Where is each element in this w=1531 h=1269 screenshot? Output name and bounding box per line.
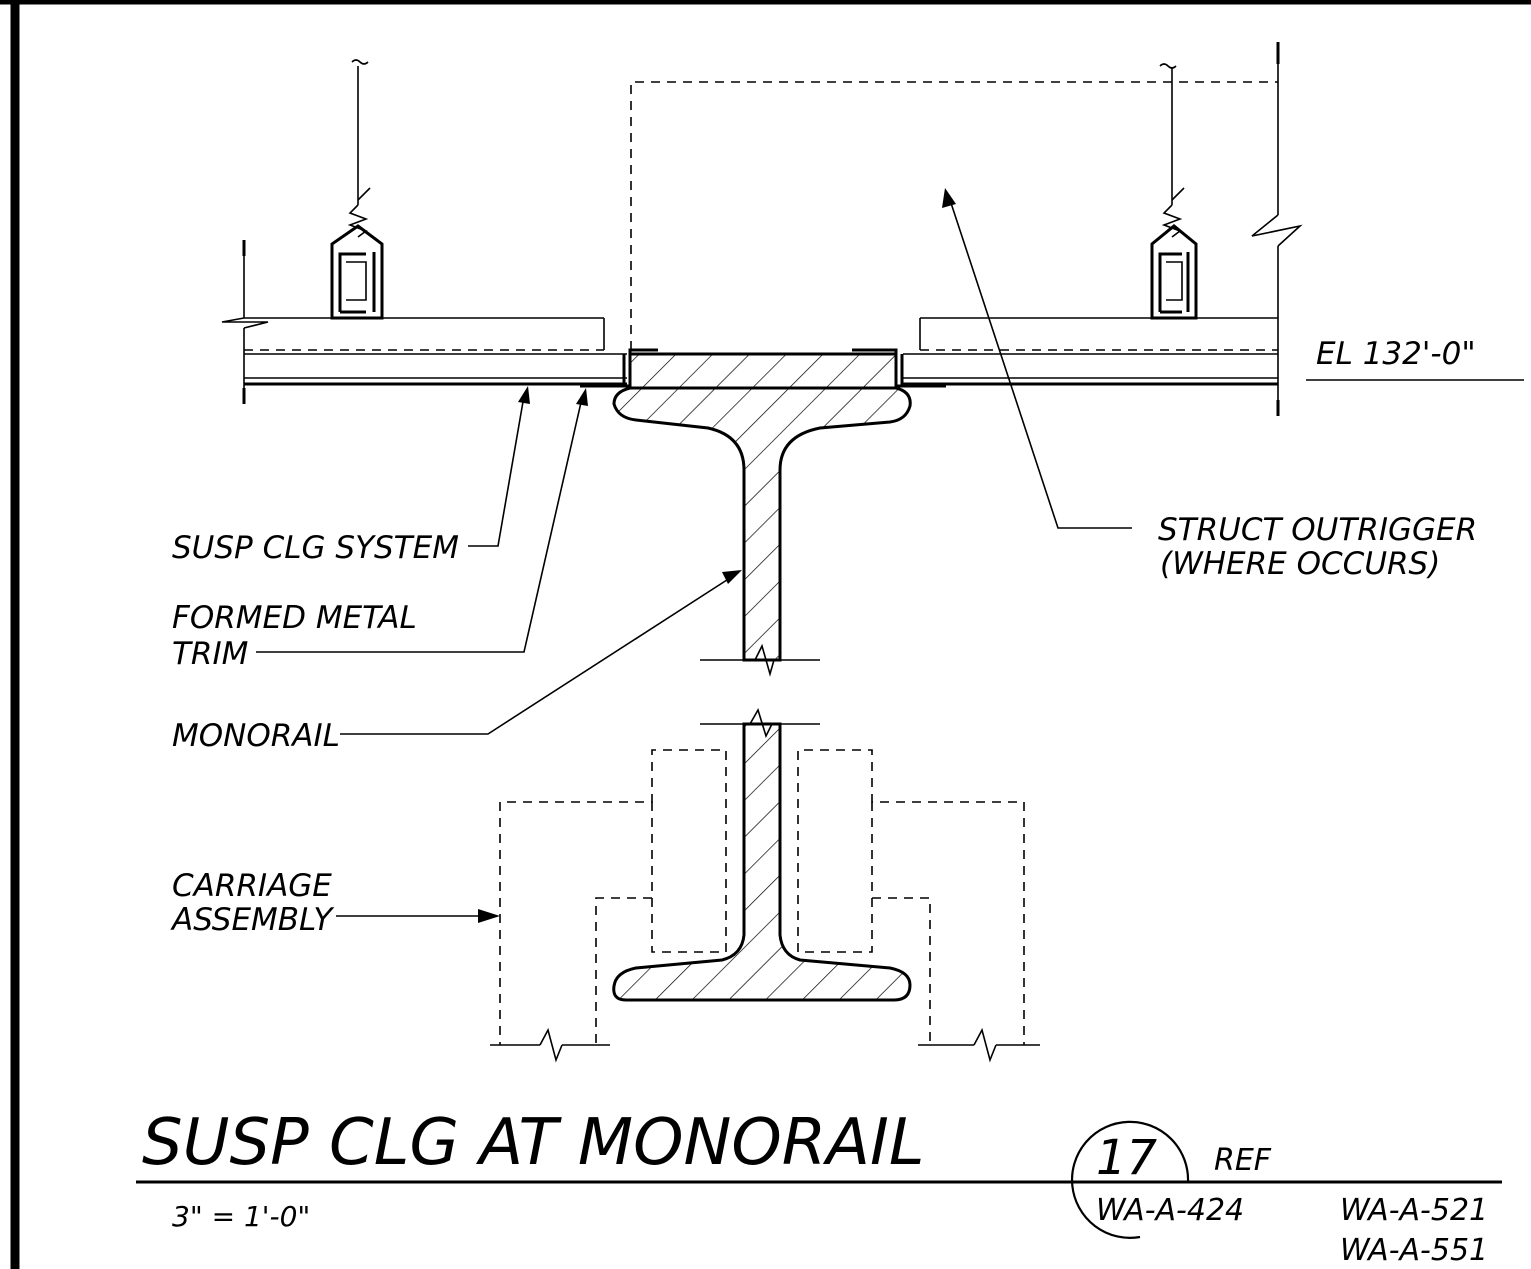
leader-monorail	[340, 570, 742, 735]
detail-sheet-ref: WA-A-424	[1096, 1193, 1244, 1228]
leader-susp-clg	[468, 386, 530, 547]
detail-title: SUSP CLG AT MONORAIL	[142, 1106, 925, 1180]
label-elevation: EL 132'-0"	[1316, 336, 1476, 372]
hanger-clip-right	[1150, 224, 1198, 320]
label-struct-outrigger-line2: (WHERE OCCURS)	[1160, 546, 1440, 582]
label-susp-clg-system: SUSP CLG SYSTEM	[172, 530, 459, 566]
monorail-upper	[612, 352, 912, 662]
detail-number: 17	[1096, 1130, 1158, 1186]
detail-scale: 3" = 1'-0"	[172, 1200, 310, 1233]
hanger-clip-left	[330, 224, 384, 320]
ref-label: REF	[1214, 1143, 1272, 1178]
label-carriage-line1: CARRIAGE	[172, 868, 332, 904]
ref-sheet-1: WA-A-521	[1340, 1193, 1488, 1228]
carriage-assembly-outline	[490, 749, 1040, 1063]
leader-carriage	[336, 909, 500, 923]
ceiling-system-left	[221, 240, 627, 404]
detail-bubble	[1070, 1120, 1190, 1239]
ref-sheet-2: WA-A-551	[1340, 1233, 1488, 1268]
label-formed-metal-line1: FORMED METAL	[172, 600, 417, 636]
leader-outrigger	[942, 188, 1132, 529]
leader-formed-trim	[256, 388, 588, 653]
label-struct-outrigger-line1: STRUCT OUTRIGGER	[1158, 512, 1477, 548]
break-mark-upper	[700, 643, 820, 677]
label-carriage-line2: ASSEMBLY	[170, 902, 334, 938]
label-formed-metal-line2: TRIM	[172, 636, 248, 672]
break-line-right	[1251, 42, 1303, 416]
title-block: SUSP CLG AT MONORAIL 3" = 1'-0" 17 WA-A-…	[136, 1106, 1502, 1268]
label-monorail: MONORAIL	[172, 718, 340, 754]
ceiling-system-right	[903, 317, 1278, 386]
monorail-lower	[612, 722, 912, 1002]
hanger-wire-left	[347, 59, 371, 238]
hanger-wire-right	[1159, 63, 1185, 238]
